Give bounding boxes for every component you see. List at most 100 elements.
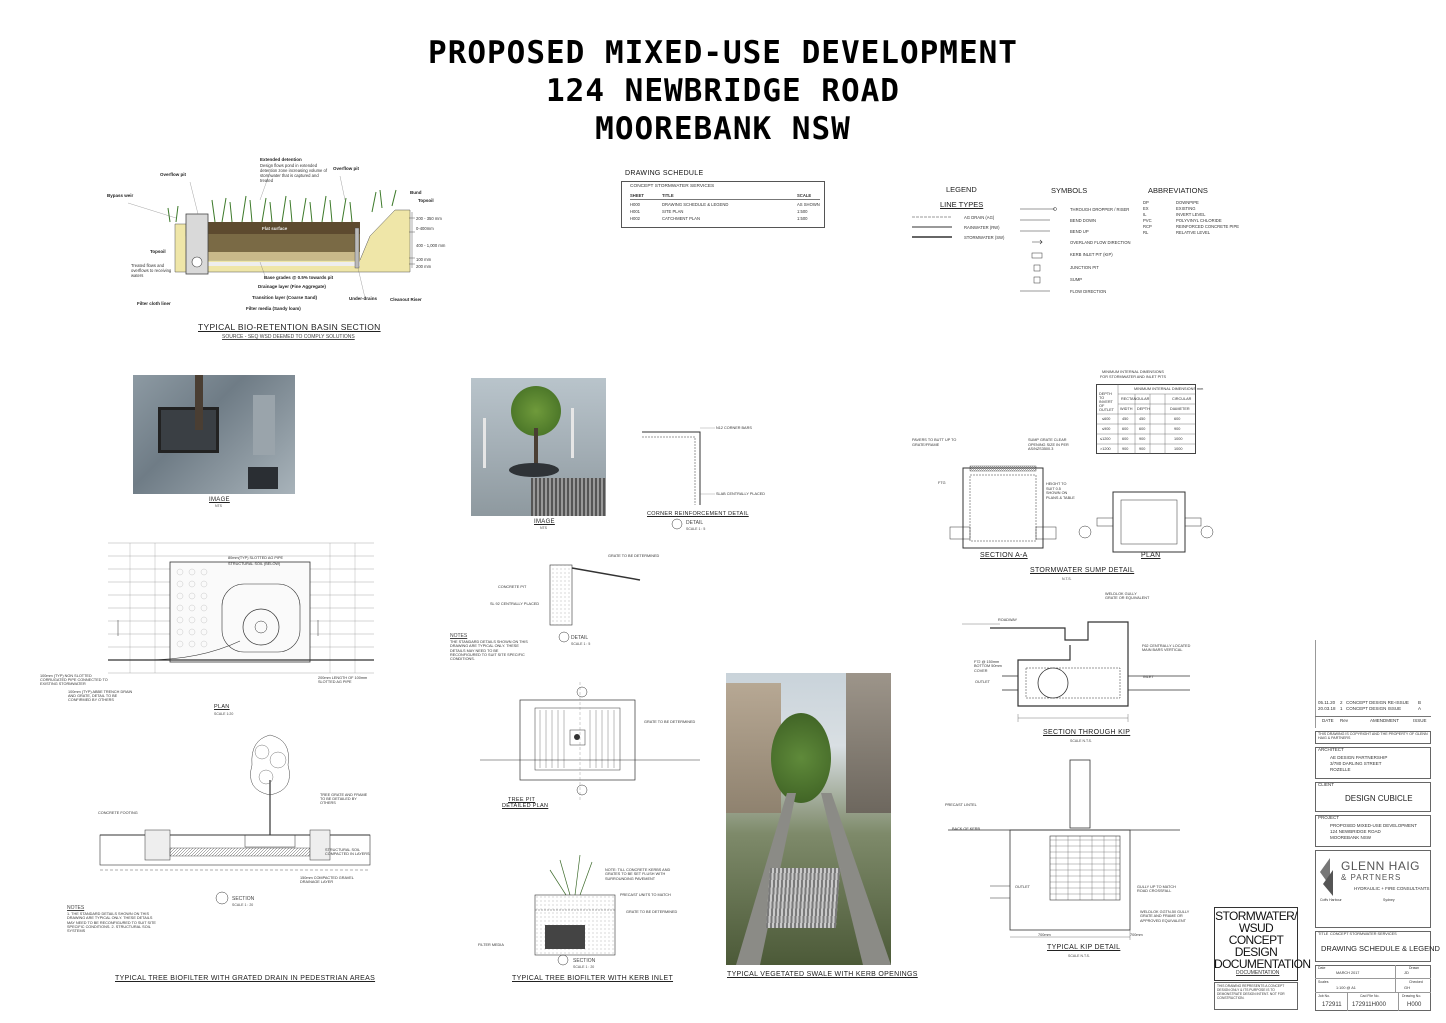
rev-header-issue: ISSUE [1413, 718, 1427, 723]
kip-section-label-5: OUTLET [975, 680, 990, 684]
kip-detail-label-5: WELDLOK GGTN-50 GULLY GRATE AND FRAME OR… [1140, 910, 1190, 923]
rev-date: 05.11.20 [1318, 700, 1336, 705]
drain-grate-shape [248, 467, 278, 489]
kip-section-label-2: F62 CENTRALLY LOCATED MAIN BARS VERTICAL [1142, 644, 1191, 653]
label-topsoil: Topsoil [418, 198, 434, 203]
tree-grate-shape [158, 407, 219, 453]
label-filter-cloth: Filter cloth liner [137, 301, 171, 306]
rev-date: 20.03.18 [1318, 706, 1336, 711]
dim-4: 100 mm [416, 257, 432, 262]
dim-1: 200 - 350 mm [416, 216, 442, 221]
kerb-label-6: PRECAST UNITS TO MATCH [620, 893, 671, 897]
sump-col-depth2: DEPTH [1137, 407, 1150, 411]
stamp-sub: DOCUMENTATION [1236, 970, 1280, 976]
legend-title: LEGEND [946, 185, 977, 194]
bollard-shape [483, 418, 486, 468]
firm-tagline: HYDRAULIC + FIRE CONSULTANTS [1354, 886, 1430, 891]
tree-trunk-shape [534, 428, 538, 468]
title-line-3: MOOREBANK NSW [595, 111, 851, 147]
schedule-header-scale: SCALE [797, 193, 812, 198]
plan-label-5: 200mm LENGTH OF 100mm SLOTTED AG PIPE [318, 676, 368, 684]
kerb-notes-title: NOTES [450, 633, 468, 639]
label-extended-detention-note: Design flows pond in extended detention … [260, 163, 328, 183]
client-name: DESIGN CUBICLE [1345, 794, 1413, 803]
kerb-label-2: CONCRETE PIT [498, 585, 527, 589]
sump-detail-sub: N.T.S. [1062, 577, 1072, 581]
line-types-title: LINE TYPES [940, 200, 984, 209]
stamp-line-1: STORMWATER/ [1215, 909, 1297, 923]
sump-cell: 900 [1122, 447, 1129, 451]
rev-issue: B [1418, 700, 1422, 705]
schedule-header-rule [630, 199, 820, 200]
abbreviation-meaning: INVERT LEVEL [1176, 212, 1206, 217]
label-bypass-weir: Bypass weir [107, 193, 134, 198]
sump-label-2: SUMP GRATE CLEAR OPENING SIZE IN PER AS/… [1028, 438, 1069, 451]
tree-biofilter-grated-caption: TYPICAL TREE BIOFILTER WITH GRATED DRAIN… [115, 975, 376, 982]
bio-retention-source: SOURCE - SEQ WSD DEEMED TO COMPLY SOLUTI… [222, 334, 355, 340]
sump-table-title: MINIMUM INTERNAL DIMENSIONS FOR STORMWAT… [1099, 370, 1167, 379]
sump-cell: 900 [1139, 447, 1146, 451]
kip-detail-label-2: BACK OF KERB [952, 827, 981, 831]
sump-cell: 600 [1122, 427, 1129, 431]
rev-number: 2 [1340, 700, 1343, 705]
sump-cell: 1000 [1174, 447, 1183, 451]
stamp-line-3: DESIGN [1234, 945, 1278, 959]
rev-header-rev: Rev [1340, 718, 1349, 723]
kip-section-label-3: F72 @ 150mm BOTTOM 50mm COVER [974, 660, 1002, 673]
corner-label-2: SLAB CENTRALLY PLACED [716, 492, 766, 496]
kip-section-scale: SCALE N.T.S. [1070, 739, 1092, 743]
info-divider-2 [1347, 992, 1348, 1011]
building-right [846, 673, 891, 813]
label-base-grades: Base grades @ 0.5% towards pit [264, 275, 334, 280]
checked-label: Checked [1409, 980, 1423, 984]
kerb-label-5: NOTE: TILL CONCRETE KERBS AND GRATES TO … [605, 868, 671, 881]
info-divider-3 [1398, 992, 1399, 1011]
sump-cell: >1200 [1100, 447, 1111, 451]
abbreviation-code: DP [1143, 200, 1149, 205]
schedule-row-sheet: H002 [630, 216, 641, 221]
title-line-1: PROPOSED MIXED-USE DEVELOPMENT [428, 35, 1018, 71]
sump-cell: 600 [1174, 417, 1181, 421]
info-rule-1 [1315, 978, 1431, 979]
photo-tree-grate [133, 375, 295, 494]
schedule-header-sheet: SHEET [630, 193, 644, 198]
architect-line: AE DESIGN PARTNERSHIP [1330, 755, 1388, 760]
sump-col-group: MINIMUM INTERNAL DIMENSIONS mm [1134, 387, 1204, 391]
photo-vegetated-swale [726, 673, 891, 965]
sump-table [1096, 384, 1196, 454]
sump-cell: ≤600 [1102, 417, 1111, 421]
photo-street-tree [471, 378, 606, 516]
sump-label-4: FTG [938, 481, 946, 485]
abbreviation-meaning: POLYVINYL CHLORIDE [1176, 218, 1222, 223]
abbreviation-meaning: REINFORCED CONCRETE PIPE [1176, 224, 1240, 229]
tree-pit-shape [509, 463, 559, 477]
symbols-title: SYMBOLS [1051, 186, 1088, 195]
abbreviation-code: RCP [1143, 224, 1152, 229]
sheet-title-main: DRAWING SCHEDULE & LEGEND [1321, 944, 1440, 953]
corner-detail-scale: SCALE 1 : 5 [686, 527, 706, 531]
architect-line: ROZELLE [1330, 767, 1351, 772]
schedule-header-title: TITLE [662, 193, 674, 198]
plan-label-1: 80mm(TYP) SLOTTED AG PIPE [228, 556, 284, 560]
sump-label-1: PAVERS TO BUTT UP TO GRATE/FRAME [912, 438, 957, 447]
kerb-label-8: FILTER MEDIA [478, 943, 504, 947]
symbol-label: SUMP [1070, 277, 1083, 282]
rev-rule [1315, 716, 1431, 717]
firm-name-1: GLENN HAIG [1341, 859, 1421, 873]
kerb-label-3: SL 92 CENTRALLY PLACED [490, 602, 540, 606]
section-label-8: STRUCTURAL SOIL COMPACTED IN LAYERS [325, 848, 370, 856]
stamp-line-2: WSUD CONCEPT [1228, 921, 1284, 947]
sump-cell: 600 [1122, 437, 1129, 441]
section-label-9: 150mm COMPACTED GRAVEL DRAINAGE LAYER [300, 876, 354, 884]
project-line: 124 NEWBRIDGE ROAD [1330, 829, 1381, 834]
date-value: MARCH 2017 [1336, 971, 1360, 975]
rev-description: CONCEPT DESIGN ISSUE [1346, 706, 1402, 711]
kip-detail-label-4: GULLY UP TO MATCH ROAD CROSSFALL [1137, 885, 1176, 894]
notes-title: NOTES [67, 905, 85, 911]
tree-pit-caption: TREE PIT [508, 797, 536, 803]
info-divider [1395, 965, 1396, 992]
label-under-drains: Under-drains [349, 296, 378, 301]
section-label-6: CONCRETE FOOTING [98, 811, 138, 815]
date-label: Date [1318, 966, 1326, 970]
dim-2: 0-400mm [416, 226, 434, 231]
